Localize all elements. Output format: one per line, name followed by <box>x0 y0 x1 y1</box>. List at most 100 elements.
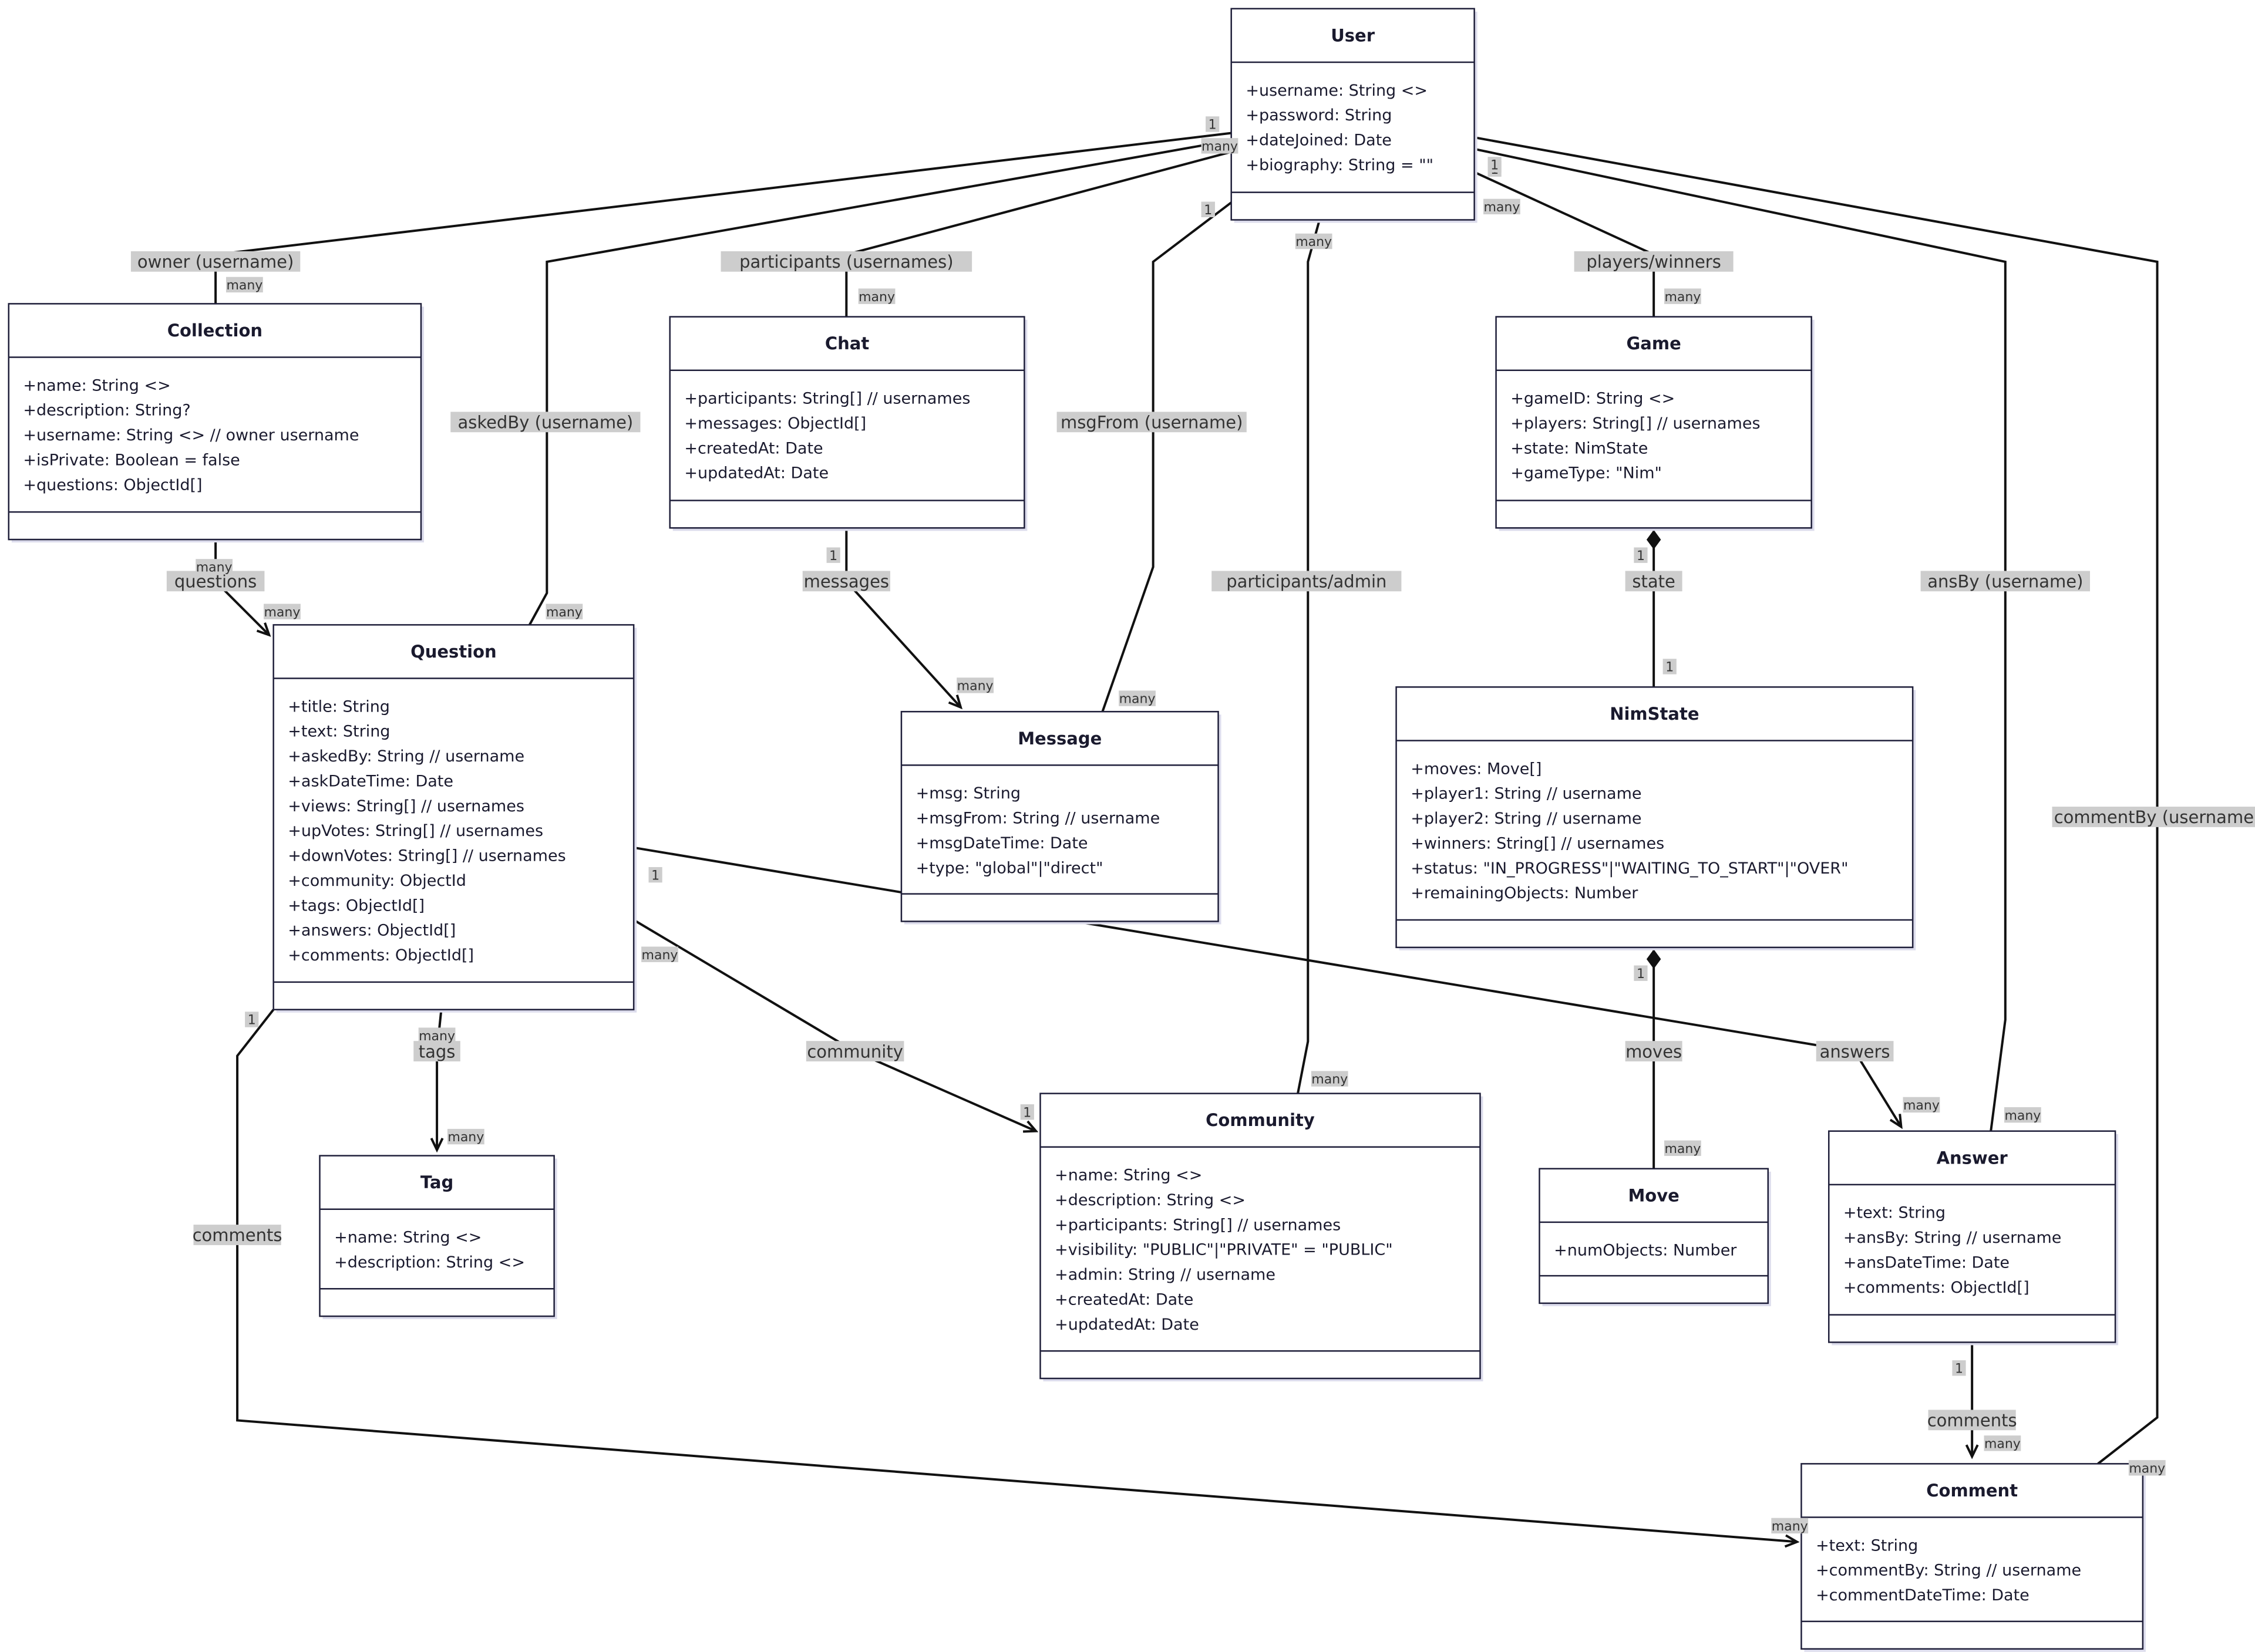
class-title: Chat <box>825 333 869 353</box>
relation-label-text: messages <box>804 572 889 592</box>
class-attribute: +name: String <> <box>334 1229 482 1247</box>
class-message[interactable]: Message+msg: String+msgFrom: String // u… <box>900 710 1221 925</box>
relation-chat-message[interactable] <box>845 528 962 709</box>
arrowhead <box>1784 1534 1800 1548</box>
class-box <box>1230 8 1475 221</box>
cardinality-source: many <box>1201 138 1238 154</box>
class-box <box>1827 1130 2116 1343</box>
class-attribute: +dateJoined: Date <box>1246 132 1392 150</box>
class-user[interactable]: User+username: String <>+password: Strin… <box>1230 8 1477 223</box>
cardinality-source: 1 <box>1201 201 1215 218</box>
relation-label-text: comments <box>1927 1411 2017 1431</box>
class-attribute: +askDateTime: Date <box>288 772 453 790</box>
class-box <box>8 303 422 541</box>
relation-label-text: participants (usernames) <box>739 252 954 272</box>
class-attribute: +createdAt: Date <box>1055 1290 1193 1309</box>
class-title: Tag <box>420 1172 453 1192</box>
relation-label: state <box>1625 571 1682 592</box>
cardinality-source-text: 1 <box>651 868 659 883</box>
relation-label: messages <box>802 571 890 592</box>
cardinality-source: 1 <box>1634 547 1648 564</box>
class-game[interactable]: Game+gameID: String <>+players: String[]… <box>1495 316 1815 531</box>
class-attribute: +status: "IN_PROGRESS"|"WAITING_TO_START… <box>1411 859 1848 878</box>
class-attribute: +msgDateTime: Date <box>916 834 1088 852</box>
class-attribute: +name: String <> <box>1055 1166 1202 1185</box>
class-attribute: +visibility: "PUBLIC"|"PRIVATE" = "PUBLI… <box>1055 1241 1393 1259</box>
class-attribute: +updatedAt: Date <box>1055 1316 1199 1334</box>
class-attribute: +player1: String // username <box>1411 785 1641 803</box>
cardinality-target-text: many <box>2004 1108 2041 1123</box>
relation-user-comment[interactable] <box>1474 136 2159 1465</box>
cardinality-target-text: many <box>1903 1098 1940 1113</box>
cardinality-target: many <box>957 677 994 694</box>
class-box <box>1395 686 1914 949</box>
relation-label-text: questions <box>174 572 257 592</box>
class-attribute: +downVotes: String[] // usernames <box>288 847 566 865</box>
class-attribute: +description: String <> <box>1055 1191 1246 1209</box>
relation-user-collection[interactable] <box>214 132 1231 304</box>
class-tag[interactable]: Tag +name: String <> +description: String … <box>319 1155 557 1320</box>
relation-label: owner (username) <box>130 251 301 272</box>
cardinality-target-text: many <box>1772 1519 1808 1534</box>
cardinality-target-text: many <box>1984 1437 2021 1452</box>
class-box <box>900 710 1219 922</box>
relation-label-text: answers <box>1820 1041 1890 1061</box>
class-title: NimState <box>1610 704 1699 724</box>
cardinality-target-text: many <box>957 679 994 694</box>
class-attribute: +description: String <> <box>334 1253 525 1272</box>
arrowhead <box>1889 1114 1903 1130</box>
class-attribute: +ansBy: String // username <box>1843 1229 2062 1247</box>
class-chat[interactable]: Chat +participants: String[] // usernames… <box>669 316 1028 531</box>
class-attribute: +participants: String[] // usernames <box>684 390 970 408</box>
relation-user-message[interactable] <box>1101 201 1232 712</box>
cardinality-source: 1 <box>1206 116 1220 133</box>
class-question[interactable]: Question+title: String+text: String+aske… <box>272 624 637 1013</box>
cardinality-target: many <box>546 604 583 620</box>
cardinality-target: many <box>2004 1107 2041 1123</box>
class-attribute: +type: "global"|"direct" <box>916 859 1103 877</box>
class-attribute: +answers: ObjectId[] <box>288 922 456 940</box>
class-nimstate[interactable]: NimState+moves: Move[]+player1: String /… <box>1395 686 1916 950</box>
class-attribute: +gameID: String <> <box>1510 390 1675 408</box>
arrowhead <box>256 622 271 637</box>
cardinality-target-text: 1 <box>1023 1105 1031 1120</box>
classes: User+username: String <>+password: Strin… <box>8 8 2146 1652</box>
cardinality-source-text: 1 <box>1637 549 1645 564</box>
relation-label-text: owner (username) <box>137 252 294 272</box>
relation-label-text: msgFrom (username) <box>1061 413 1243 433</box>
class-attribute: +remainingObjects: Number <box>1411 884 1638 902</box>
cardinality-source-text: 1 <box>1209 118 1217 133</box>
cardinality-target: many <box>447 1128 484 1145</box>
cardinality-target: many <box>1664 1140 1701 1157</box>
class-box <box>1800 1463 2144 1650</box>
class-attribute: +upVotes: String[] // usernames <box>288 822 543 840</box>
class-title: Game <box>1626 333 1681 353</box>
class-comment[interactable]: Comment+text: String+commentBy: String /… <box>1800 1463 2146 1652</box>
relation-label: comments <box>1927 1410 2017 1431</box>
cardinality-target-text: many <box>447 1130 484 1145</box>
relation-user-chat[interactable] <box>845 150 1232 317</box>
cardinality-target-text: many <box>1119 692 1156 707</box>
class-attribute: +player2: String // username <box>1411 810 1641 828</box>
class-box <box>669 316 1025 529</box>
class-collection[interactable]: Collection+name: String <>+description: … <box>8 303 424 542</box>
class-title: Community <box>1206 1110 1315 1130</box>
cardinality-source: many <box>418 1027 456 1044</box>
class-community[interactable]: Community +name: String <> +description: S… <box>1039 1093 1483 1382</box>
cardinality-target: 1 <box>1662 659 1677 675</box>
cardinality-target-text: many <box>546 605 583 620</box>
class-move[interactable]: Move+numObjects: Number <box>1539 1168 1771 1306</box>
cardinality-source-text: many <box>1295 235 1332 250</box>
composition-diamond <box>1646 530 1661 549</box>
class-answer[interactable]: Answer+text: String+ansBy: String // use… <box>1827 1130 2119 1346</box>
cardinality-source-text: many <box>196 561 233 575</box>
relation-user-answer[interactable] <box>1474 147 2007 1131</box>
cardinality-target: many <box>264 604 301 620</box>
relation-label: players/winners <box>1574 251 1734 272</box>
relation-label: commentBy (username) <box>2052 807 2255 827</box>
relation-question-community[interactable] <box>633 919 1036 1132</box>
relation-label: msgFrom (username) <box>1056 412 1247 433</box>
relation-user-game[interactable] <box>1473 171 1655 317</box>
cardinality-source-text: 1 <box>248 1013 256 1028</box>
